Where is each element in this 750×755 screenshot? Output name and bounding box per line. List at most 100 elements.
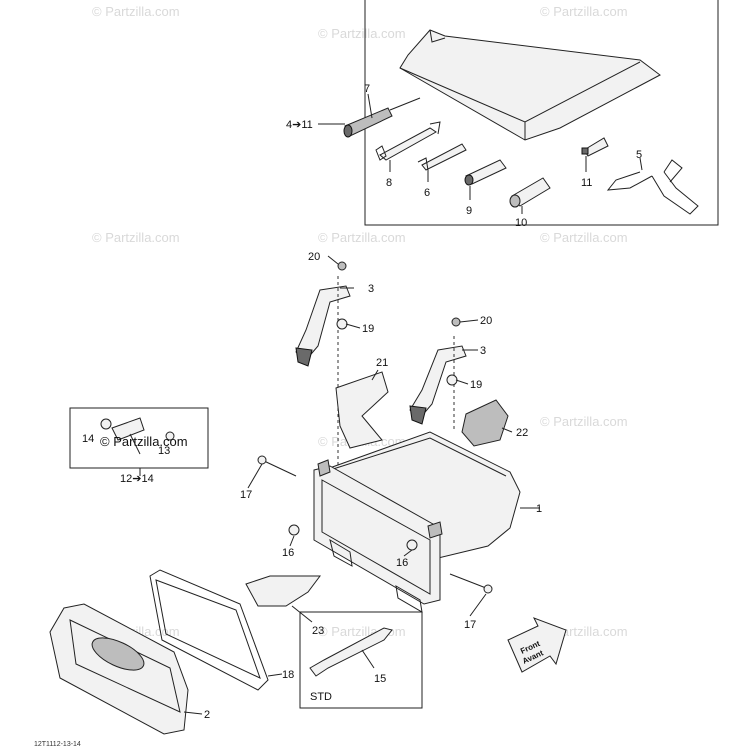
- watermark: © Partzilla.com: [318, 230, 406, 245]
- handle-grip: [409, 405, 427, 425]
- leader-18: [267, 673, 283, 677]
- toolbox-opening: [321, 479, 431, 595]
- spanner-15: [309, 627, 393, 677]
- diagram-code: 12T1112-13-14: [34, 741, 81, 748]
- leader-20b: [459, 319, 479, 323]
- toolbox-latch-a: [317, 459, 331, 477]
- gasket-18: [149, 569, 269, 691]
- tool-pouch: [399, 29, 661, 141]
- nut-16-left: [288, 524, 300, 536]
- leader-17b: [469, 593, 487, 617]
- wrench-6: [421, 143, 467, 171]
- callout-20a: 20: [308, 251, 320, 263]
- screw-20: [451, 317, 461, 327]
- leader-lines: [129, 93, 643, 715]
- leader-7: [367, 93, 373, 119]
- handle-body: [295, 285, 351, 361]
- gasket-18-inner: [155, 579, 261, 679]
- watermark: © Partzilla.com: [540, 4, 628, 19]
- watermark: © Partzilla.com: [318, 624, 406, 639]
- callout-8: 8: [386, 177, 392, 189]
- pliers-handle-b: [651, 171, 699, 215]
- callout-3b: 3: [480, 345, 486, 357]
- inset-parts: © Partzilla.com: [100, 417, 188, 449]
- handle-grip: [295, 347, 313, 367]
- callout-15: 15: [374, 673, 386, 685]
- nut-19: [336, 318, 348, 330]
- leader-2: [183, 711, 203, 715]
- std-box: [299, 611, 423, 709]
- wrench-8: [379, 127, 437, 161]
- wrench-8-jaw: [375, 145, 387, 161]
- std-label: STD: [310, 691, 332, 703]
- screwdriver-end: [343, 124, 353, 138]
- nut-16-right: [406, 539, 418, 551]
- inset-bracket-13: [111, 417, 145, 441]
- callout-5: 5: [636, 149, 642, 161]
- handle-right: [409, 317, 467, 432]
- watermark: © Partzilla.com: [92, 4, 180, 19]
- pouch-body: [399, 29, 661, 141]
- callout-7: 7: [364, 83, 370, 95]
- shield-23: [245, 575, 321, 607]
- callout-23: 23: [312, 625, 324, 637]
- callout-19b: 19: [470, 379, 482, 391]
- handle-body: [409, 345, 467, 419]
- callouts: 7 4➔11 8 6 9 10 11 5 20 3 19 20 3 19 21 …: [82, 83, 642, 721]
- toolbox-1: [313, 431, 521, 613]
- watermark: © Partzilla.com: [92, 230, 180, 245]
- tools: [343, 97, 699, 215]
- leader-13: [129, 433, 141, 455]
- leader-16a: [289, 535, 295, 547]
- callout-16a: 16: [282, 547, 294, 559]
- callout-10: 10: [515, 217, 527, 229]
- leader-15: [361, 649, 375, 669]
- screw-20: [337, 261, 347, 271]
- leader-17a: [247, 463, 263, 489]
- callout-3a: 3: [368, 283, 374, 295]
- cover-emblem: [91, 637, 145, 671]
- pouch-flap: [429, 29, 446, 43]
- socket-9-end: [464, 174, 474, 186]
- bolt-17-left: [261, 459, 297, 477]
- callout-17b: 17: [464, 619, 476, 631]
- leader-19a: [345, 323, 361, 329]
- leader-23: [291, 605, 313, 623]
- toolbox-frame: [313, 465, 441, 605]
- wrench-8-jaw2: [429, 121, 441, 135]
- leader-21: [371, 369, 379, 381]
- callout-1: 1: [536, 503, 542, 515]
- inset-box: [69, 407, 209, 469]
- toolbox-top-edge: [329, 437, 507, 477]
- watermark: © Partzilla.com: [540, 230, 628, 245]
- inset-screw-14: [100, 418, 112, 430]
- inset-nut: [165, 431, 175, 441]
- leader-5: [639, 157, 643, 171]
- toolkit-frame: [364, 0, 719, 226]
- wrench-6-jaw: [417, 157, 429, 171]
- bolt-17-left-head: [257, 455, 267, 465]
- callout-14: 14: [82, 433, 94, 445]
- watermark: © Partzilla.com: [318, 26, 406, 41]
- callout-21: 21: [376, 357, 388, 369]
- callout-2: 2: [204, 709, 210, 721]
- heat-shield-21: [335, 371, 389, 449]
- leader-20a: [327, 255, 339, 265]
- callout-16b: 16: [396, 557, 408, 569]
- inset-watermark: © Partzilla.com: [100, 434, 188, 449]
- cover-body: [49, 603, 189, 735]
- callout-9: 9: [466, 205, 472, 217]
- front-arrow-shape: [507, 617, 567, 673]
- front-arrow: Front Avant: [507, 617, 567, 673]
- callout-22: 22: [516, 427, 528, 439]
- callout-11: 11: [581, 177, 592, 189]
- pliers-handle-a: [606, 171, 653, 191]
- callout-13: 13: [158, 445, 170, 457]
- pad-22: [461, 399, 509, 447]
- cover-2: [49, 603, 189, 735]
- callout-19a: 19: [362, 323, 374, 335]
- leader-22: [501, 427, 513, 433]
- toolbox-tab-a: [329, 538, 353, 567]
